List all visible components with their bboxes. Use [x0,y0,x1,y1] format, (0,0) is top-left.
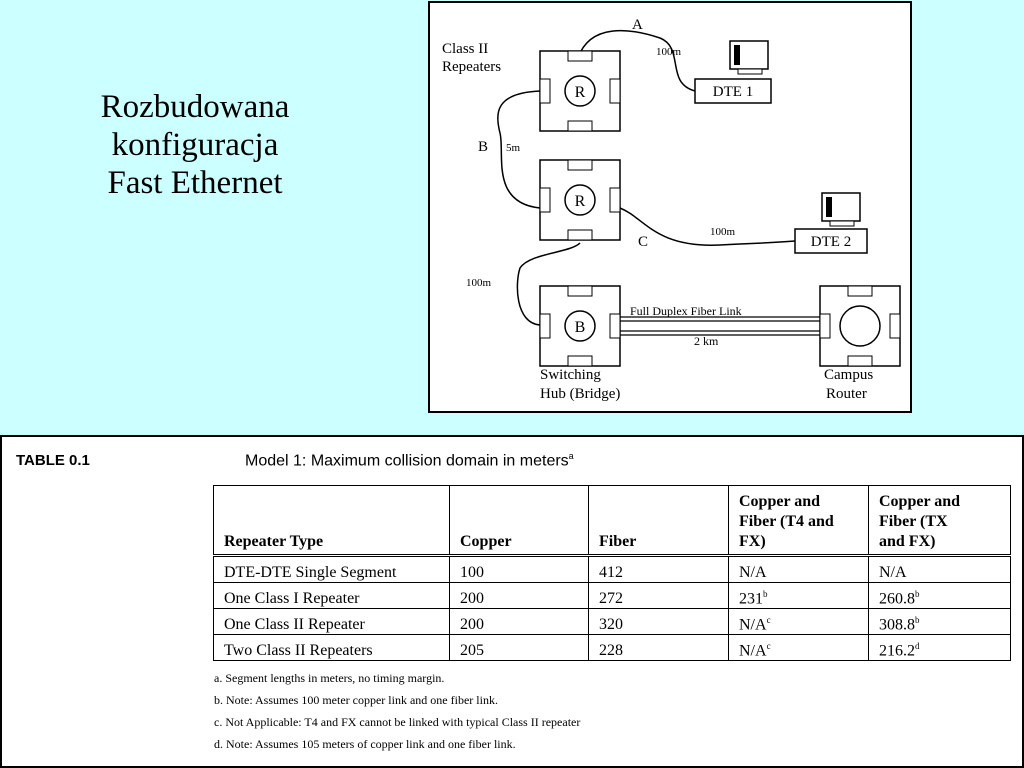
table-caption-text: Model 1: Maximum collision domain in met… [245,452,569,470]
link-c-length: 100m [710,226,736,238]
class-label: Class II [442,41,488,57]
column-header: Repeater Type [213,485,450,557]
table-cell: 228 [588,634,729,661]
link-c-label: C [638,234,648,250]
network-diagram-svg: R R B [442,17,901,402]
table-cell: 200 [449,582,589,609]
title-line: konfiguracja [111,127,279,163]
table-caption-sup: a [568,451,574,461]
table-panel: TABLE 0.1 Model 1: Maximum collision dom… [0,435,1024,768]
table-cell: 320 [588,608,729,635]
link-a-length: 100m [656,46,682,58]
table-cell: 100 [449,555,589,583]
fiber-link-length: 2 km [694,334,719,348]
slide-title: Rozbudowana konfiguracja Fast Ethernet [40,88,350,202]
footnotes: a. Segment lengths in meters, no timing … [214,667,580,755]
hub-label: Hub (Bridge) [540,386,620,402]
bridge-symbol: B [575,319,586,336]
hub-label: Switching [540,367,601,383]
footnote: c. Not Applicable: T4 and FX cannot be l… [214,715,581,729]
table-cell: One Class II Repeater [213,608,450,635]
table-cell: 231b [728,582,869,609]
cable-b [497,90,541,209]
table-cell: 205 [449,634,589,661]
table-cell: N/A [868,555,1011,583]
switching-hub: B [539,285,621,367]
footnote: a. Segment lengths in meters, no timing … [214,671,445,685]
link-b-label: B [478,139,488,155]
cable-a [577,29,696,92]
footnote: d. Note: Assumes 105 meters of copper li… [214,737,516,751]
table-cell: 412 [588,555,729,583]
link-b-length: 5m [506,142,521,154]
dte-2-terminal: DTE 2 [794,192,868,254]
table-label: TABLE 0.1 [16,452,90,469]
router-label: Campus [824,367,873,383]
table-cell: N/A [728,555,869,583]
cable-d [516,242,581,326]
table-cell: One Class I Repeater [213,582,450,609]
title-line: Rozbudowana [100,89,290,125]
table-cell: N/Ac [728,608,869,635]
dte-1-terminal: DTE 1 [694,40,772,104]
table-cell: DTE-DTE Single Segment [213,555,450,583]
network-diagram: R R B [428,1,912,413]
footnote: b. Note: Assumes 100 meter copper link a… [214,693,498,707]
column-header: Fiber [588,485,729,557]
fiber-link-label: Full Duplex Fiber Link [630,304,742,318]
repeater-symbol: R [575,193,586,210]
table-cell: 260.8b [868,582,1011,609]
repeater-symbol: R [575,84,586,101]
repeater-1: R [539,50,621,132]
class-label: Repeaters [442,59,501,75]
repeater-2: R [539,159,621,241]
table-cell: 200 [449,608,589,635]
table-caption: Model 1: Maximum collision domain in met… [245,451,574,470]
table-cell: Two Class II Repeaters [213,634,450,661]
campus-router [819,285,901,367]
column-header: Copper [449,485,589,557]
table-cell: 272 [588,582,729,609]
link-a-label: A [632,17,643,33]
table-cell: 216.2d [868,634,1011,661]
table-cell: N/Ac [728,634,869,661]
table-cell: 308.8b [868,608,1011,635]
cable-c [619,207,796,246]
title-line: Fast Ethernet [107,165,283,201]
dte-1-label: DTE 1 [713,84,753,100]
link-d-length: 100m [466,277,492,289]
router-label: Router [826,386,867,402]
dte-2-label: DTE 2 [811,234,851,250]
